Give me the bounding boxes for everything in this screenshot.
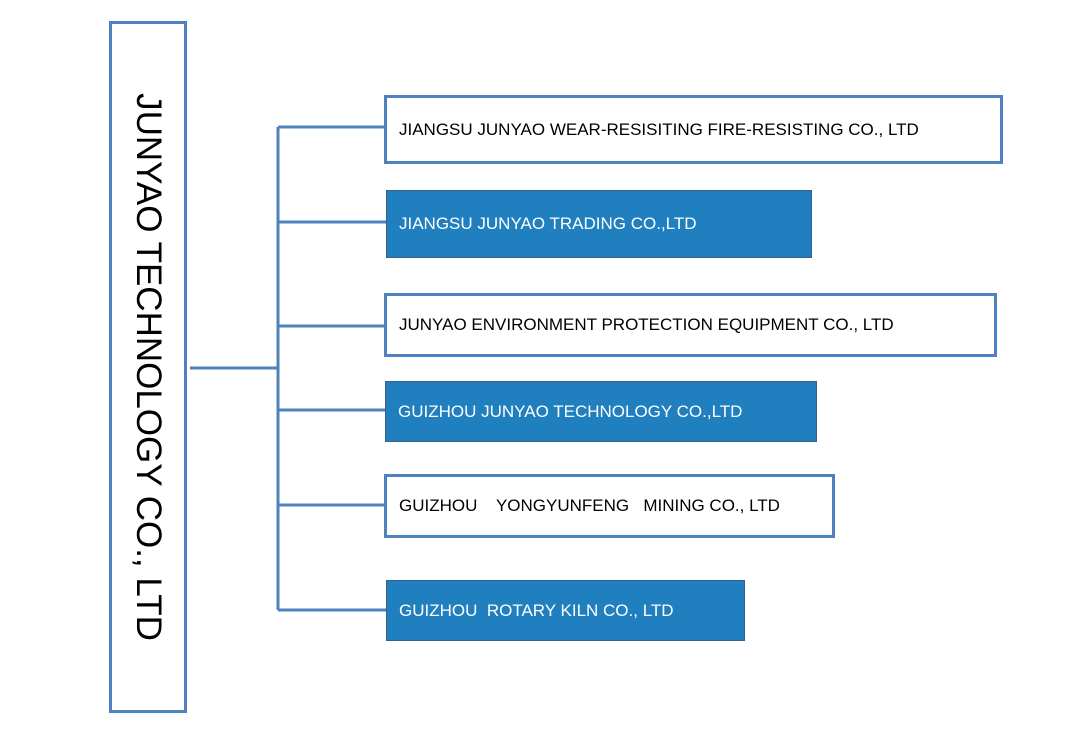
root-node: JUNYAO TECHNOLOGY CO., LTD — [109, 21, 187, 713]
child-node-label: GUIZHOU YONGYUNFENG MINING CO., LTD — [399, 496, 780, 515]
child-node-environment-protection: JUNYAO ENVIRONMENT PROTECTION EQUIPMENT … — [384, 293, 997, 357]
child-node-jiangsu-trading: JIANGSU JUNYAO TRADING CO.,LTD — [386, 190, 812, 258]
child-node-guizhou-technology: GUIZHOU JUNYAO TECHNOLOGY CO.,LTD — [385, 381, 817, 442]
child-node-label: GUIZHOU JUNYAO TECHNOLOGY CO.,LTD — [398, 401, 743, 421]
child-node-label: JIANGSU JUNYAO TRADING CO.,LTD — [399, 214, 697, 233]
child-node-guizhou-rotary-kiln: GUIZHOU ROTARY KILN CO., LTD — [386, 580, 745, 641]
child-node-label: GUIZHOU ROTARY KILN CO., LTD — [399, 600, 674, 620]
child-node-label: JIANGSU JUNYAO WEAR-RESISITING FIRE-RESI… — [399, 119, 919, 139]
child-node-guizhou-mining: GUIZHOU YONGYUNFENG MINING CO., LTD — [384, 474, 835, 538]
child-node-label: JUNYAO ENVIRONMENT PROTECTION EQUIPMENT … — [399, 315, 894, 334]
root-node-label: JUNYAO TECHNOLOGY CO., LTD — [129, 93, 168, 641]
child-node-jiangsu-wear-resisting: JIANGSU JUNYAO WEAR-RESISITING FIRE-RESI… — [384, 95, 1003, 164]
